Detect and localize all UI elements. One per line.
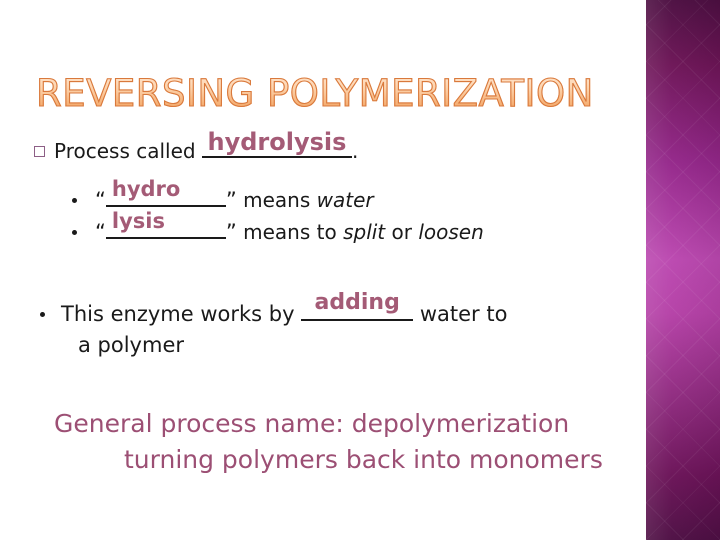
sub-bullet-lysis-emphasis-split: split [343, 220, 386, 244]
open-quote-hydro: “ [95, 188, 106, 212]
close-quote-hydro: ” [225, 188, 237, 212]
bullet-2-text-after: water to [413, 302, 508, 326]
decorative-side-panel [646, 0, 720, 540]
title-container: REVERSING POLYMERIZATION [35, 71, 636, 118]
fill-blank-lysis[interactable]: lysis [105, 209, 226, 239]
blank-answer-adding: adding [314, 290, 400, 315]
square-bullet-icon [34, 146, 45, 157]
blank-answer-hydro: hydro [111, 177, 181, 201]
sub-bullet-lysis-text-mid: or [385, 220, 419, 244]
fill-blank-hydrolysis[interactable]: hydrolysis [201, 128, 352, 158]
sub-bullet-lysis: “ lysis ” means to split or loosen [72, 209, 672, 247]
summary-line-2: turning polymers back into monomers [124, 445, 603, 474]
fill-blank-adding[interactable]: adding [301, 290, 414, 321]
sub-bullet-list: “ hydro ” means water “ lysis ” means to… [72, 177, 672, 247]
open-quote-lysis: “ [95, 220, 106, 244]
bullet-2-text-before: This enzyme works by [61, 302, 302, 326]
close-quote-lysis: ” [225, 220, 237, 244]
bullet-item-enzyme-works: This enzyme works by adding water to a p… [40, 290, 680, 361]
bullet-item-process-called: Process called hydrolysis . [34, 128, 674, 165]
bullet-1-text-before: Process called [54, 139, 202, 163]
sub-bullet-hydro-emphasis: water [316, 188, 374, 212]
round-bullet-icon [72, 230, 77, 235]
sub-bullet-lysis-emphasis-loosen: loosen [418, 220, 484, 244]
page-title: REVERSING POLYMERIZATION [35, 71, 636, 116]
lattice-pattern-overlay [646, 0, 720, 540]
panel-sheen-overlay [646, 0, 720, 540]
bullet-1-text-after: . [351, 139, 359, 163]
blank-answer-lysis: lysis [111, 209, 165, 233]
fill-blank-hydro[interactable]: hydro [105, 177, 226, 207]
round-bullet-icon [40, 312, 45, 317]
sub-bullet-hydro-text: means [236, 188, 317, 212]
bullet-2-line-two: a polymer [78, 333, 184, 357]
summary-line-1: General process name: depolymerization [54, 409, 570, 438]
sub-bullet-hydro: “ hydro ” means water [72, 177, 672, 215]
blank-answer-hydrolysis: hydrolysis [207, 128, 347, 156]
round-bullet-icon [72, 198, 77, 203]
sub-bullet-lysis-text: means to [236, 220, 344, 244]
summary-block: General process name: depolymerization t… [46, 406, 646, 478]
